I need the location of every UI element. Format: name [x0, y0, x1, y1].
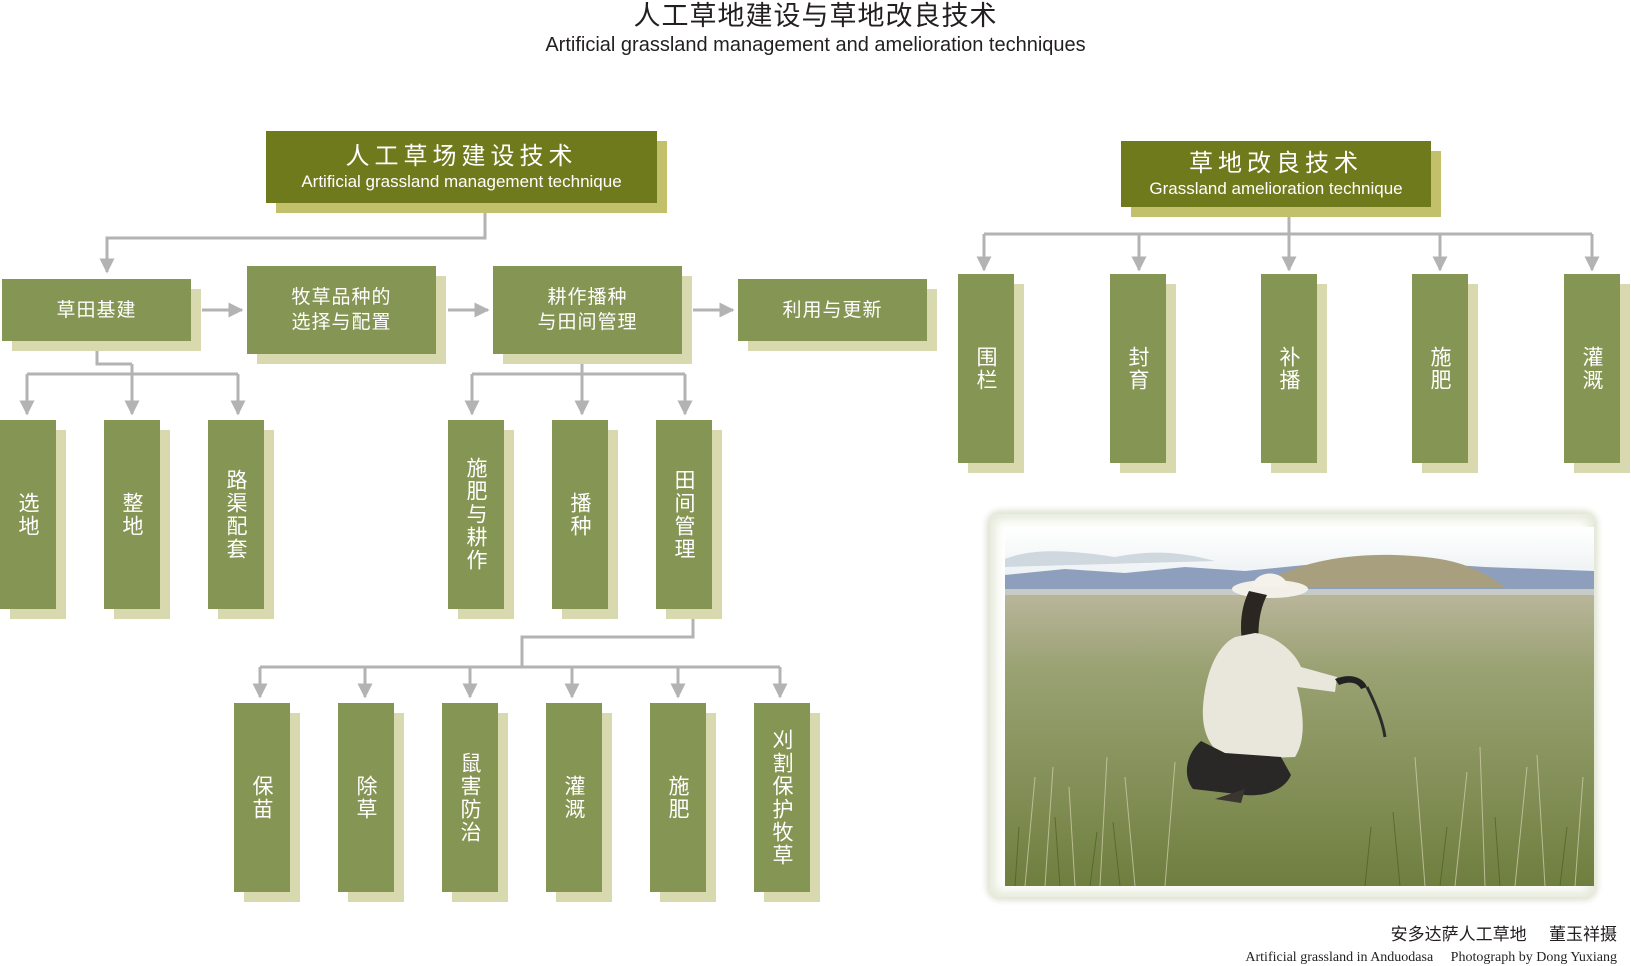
node-label: 除草	[354, 774, 378, 821]
amel-fertilization: 施肥	[1412, 274, 1468, 463]
step-utilization: 利用与更新	[738, 279, 927, 341]
cult-sowing: 播种	[552, 420, 608, 609]
step-forage-selection: 牧草品种的 选择与配置	[247, 266, 436, 354]
step-label: 选择与配置	[291, 311, 392, 333]
infra-site-selection: 选地	[0, 420, 56, 609]
infra-land-preparation: 整地	[104, 420, 160, 609]
left-root-box: 人工草场建设技术 Artificial grassland management…	[266, 131, 657, 203]
node-label: 选地	[16, 491, 40, 538]
cult-field-management: 田间管理	[656, 420, 712, 609]
connector-root-to-step1	[99, 208, 487, 274]
field-seedling-protection: 保苗	[234, 703, 290, 892]
node-label: 鼠害防治	[458, 751, 482, 844]
node-label: 整地	[120, 491, 144, 538]
field-irrigation: 灌溉	[546, 703, 602, 892]
node-label: 封育	[1126, 345, 1150, 392]
node-label: 围栏	[974, 345, 998, 392]
field-mowing-protection: 刈割保护牧草	[754, 703, 810, 892]
node-label: 播种	[568, 491, 592, 538]
step-label: 利用与更新	[782, 298, 883, 321]
cult-fertilize-till: 施肥与耕作	[448, 420, 504, 609]
photo-caption-en: Artificial grassland in Anduodasa Photog…	[1245, 950, 1617, 965]
node-label: 补播	[1277, 345, 1301, 392]
left-root-title: 人工草场建设技术	[345, 142, 578, 170]
amel-reseeding: 补播	[1261, 274, 1317, 463]
connector-infra-split	[95, 350, 132, 366]
step-label: 牧草品种的	[291, 286, 392, 308]
field-rodent-control: 鼠害防治	[442, 703, 498, 892]
node-label: 灌溉	[562, 774, 586, 821]
page-subtitle: Artificial grassland management and amel…	[545, 34, 1086, 56]
node-label: 路渠配套	[224, 468, 248, 561]
right-root-title: 草地改良技术	[1189, 149, 1363, 177]
amel-irrigation: 灌溉	[1564, 274, 1620, 463]
node-label: 保苗	[250, 774, 274, 821]
node-label: 施肥与耕作	[464, 457, 488, 572]
node-label: 施肥	[666, 774, 690, 821]
amel-enclosure: 封育	[1110, 274, 1166, 463]
node-label: 施肥	[1428, 345, 1452, 392]
photo-caption-zh: 安多达萨人工草地 董玉祥摄	[1390, 925, 1617, 945]
step-label: 耕作播种	[547, 286, 628, 308]
field-fertilization: 施肥	[650, 703, 706, 892]
field-weeding: 除草	[338, 703, 394, 892]
amel-fencing: 围栏	[958, 274, 1014, 463]
node-label: 刈割保护牧草	[770, 728, 794, 867]
step-label: 草田基建	[56, 298, 137, 321]
step-infrastructure: 草田基建	[2, 279, 191, 341]
connector-field-split	[520, 614, 695, 667]
right-root-box: 草地改良技术 Grassland amelioration technique	[1121, 141, 1431, 207]
page-title: 人工草地建设与草地改良技术	[633, 1, 998, 32]
left-root-subtitle: Artificial grassland management techniqu…	[301, 172, 622, 191]
node-label: 田间管理	[672, 468, 696, 561]
node-label: 灌溉	[1580, 345, 1604, 392]
grassland-photo	[1005, 527, 1594, 886]
infra-roads-channels: 路渠配套	[208, 420, 264, 609]
step-cultivation: 耕作播种 与田间管理	[493, 266, 682, 354]
right-root-subtitle: Grassland amelioration technique	[1149, 179, 1403, 198]
step-label: 与田间管理	[537, 311, 638, 333]
